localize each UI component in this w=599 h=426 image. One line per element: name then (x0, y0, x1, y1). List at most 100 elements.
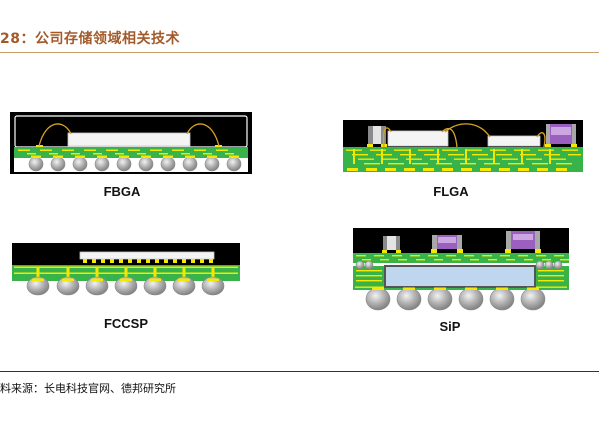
substrate-trace (496, 154, 512, 156)
substrate-trace (500, 255, 510, 257)
solder-ball (201, 276, 225, 296)
flip-chip-bump (137, 259, 141, 263)
solder-ball (204, 156, 220, 172)
solder-ball (396, 287, 422, 311)
die-2 (487, 135, 541, 147)
substrate-trace (452, 259, 461, 261)
substrate-trace (482, 255, 492, 257)
flip-chip-bump (110, 259, 114, 263)
flip-chip-bump (164, 259, 168, 263)
land-pad (461, 168, 472, 171)
substrate-trace (172, 149, 184, 151)
substrate-trace (71, 153, 80, 155)
solder-ball (427, 287, 453, 311)
land-pad (499, 168, 510, 171)
top-substrate-traces (356, 255, 569, 261)
ball-pad (120, 278, 132, 281)
ball-pad (97, 155, 107, 158)
substrate-via (353, 149, 355, 164)
substrate-trace (358, 158, 374, 160)
substrate-via (493, 149, 495, 164)
substrate-trace (159, 153, 168, 155)
bond-wire (382, 127, 392, 148)
substrate-trace (356, 275, 382, 277)
substrate-trace (364, 163, 380, 165)
substrate-trace (550, 158, 566, 160)
component-terminal (432, 235, 437, 249)
substrate-via (437, 149, 439, 164)
solder-ball (172, 276, 196, 296)
ball-pad (62, 278, 74, 281)
substrate-trace (466, 149, 482, 151)
substrate-trace (352, 154, 368, 156)
solder-ball (26, 276, 50, 296)
substrate-via (95, 267, 99, 279)
substrate-via (36, 267, 40, 279)
fccsp-label: FCCSP (103, 316, 149, 331)
solder-ball (365, 287, 391, 311)
interposer-ball (355, 260, 365, 270)
ball-pad (372, 287, 384, 290)
ball-pad (53, 155, 63, 158)
substrate-trace (412, 163, 428, 165)
substrate-trace (181, 153, 190, 155)
flip-chip-bump (92, 259, 96, 263)
interposer-ball (535, 260, 545, 270)
substrate-via (182, 267, 186, 279)
solder-ball (143, 276, 167, 296)
flip-chip-bump (155, 259, 159, 263)
substrate-trace (380, 259, 389, 261)
capacitor-terminal (383, 236, 387, 250)
ball-pad (31, 155, 41, 158)
substrate-trace (508, 163, 524, 165)
substrate-trace (568, 154, 581, 156)
substrate-trace (194, 149, 206, 151)
substrate-via (549, 149, 551, 164)
substrate-trace (388, 163, 404, 165)
substrate-trace (362, 259, 371, 261)
fbga-label: FBGA (103, 184, 141, 199)
component-terminal (535, 231, 540, 249)
capacitor-body (373, 126, 381, 144)
substrate-trace (203, 153, 212, 155)
substrate-trace (470, 259, 479, 261)
substrate (14, 147, 248, 158)
solder-fillet (545, 144, 551, 147)
solder-fillet (382, 250, 387, 253)
flga-label: FLGA (433, 184, 469, 199)
substrate-trace (526, 158, 542, 160)
solder-ball-array (28, 155, 242, 172)
substrate-trace (518, 255, 528, 257)
substrate-trace (506, 259, 515, 261)
substrate-trace (394, 149, 410, 151)
solder-ball (458, 287, 484, 311)
substrate-trace (448, 154, 464, 156)
substrate-trace (225, 153, 234, 155)
substrate-via (153, 267, 157, 279)
substrate-via (465, 149, 467, 164)
substrate-trace (484, 163, 500, 165)
top-substrate (353, 253, 569, 263)
sip-label: SiP (439, 319, 461, 334)
solder-fillet (396, 250, 401, 253)
flip-chip-die (79, 251, 215, 260)
purple-component (545, 124, 577, 147)
ball-pad (75, 155, 85, 158)
substrate-trace (538, 149, 554, 151)
flip-chip-bump (101, 259, 105, 263)
substrate-via (521, 149, 523, 164)
sip-diagram (353, 228, 569, 311)
bond-wire (536, 132, 546, 148)
land-pad (442, 168, 453, 171)
substrate-trace (418, 149, 434, 151)
substrate-trace (502, 158, 518, 160)
substrate-via (211, 267, 215, 279)
substrate-trace (356, 270, 382, 272)
substrate-trace (18, 149, 30, 151)
capacitor-body (387, 236, 396, 250)
substrate-trace (428, 255, 438, 257)
die (67, 132, 191, 147)
component-terminal (546, 124, 550, 144)
substrate-trace (442, 149, 458, 151)
substrate-trace (562, 149, 578, 151)
